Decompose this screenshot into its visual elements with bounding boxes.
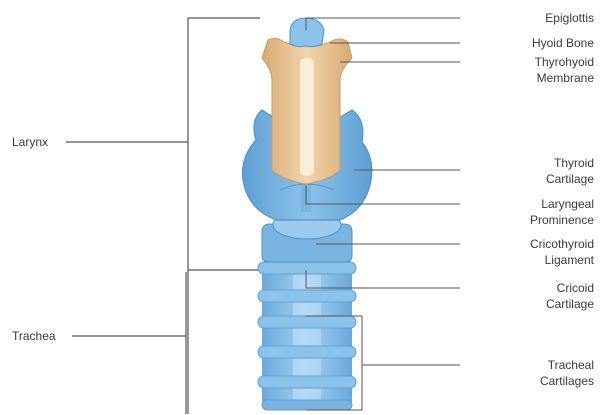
label-laryngeal-prominence: Laryngeal Prominence [530,196,594,228]
label-cricothyroid-ligament: Cricothyroid Ligament [530,236,594,268]
label-cricoid-cartilage-line1: Cricoid [546,280,594,296]
label-cricoid-cartilage-line2: Cartilage [546,296,594,312]
label-laryngeal-prominence-line2: Prominence [530,212,594,228]
label-thyrohyoid-membrane: Thyrohyoid Membrane [535,54,594,86]
left-brackets [66,18,260,414]
label-thyroid-cartilage-line1: Thyroid [546,155,594,171]
label-tracheal-cartilages-line2: Cartilages [540,373,594,389]
label-thyroid-cartilage-line2: Cartilage [546,171,594,187]
label-epiglottis: Epiglottis [545,10,594,26]
label-hyoid-bone: Hyoid Bone [532,35,594,51]
label-tracheal-cartilages: Tracheal Cartilages [540,357,594,389]
label-cricothyroid-ligament-line1: Cricothyroid [530,236,594,252]
label-cricothyroid-ligament-line2: Ligament [530,252,594,268]
label-cricoid-cartilage: Cricoid Cartilage [546,280,594,312]
label-larynx: Larynx [12,134,48,150]
label-thyrohyoid-membrane-line2: Membrane [535,70,594,86]
label-tracheal-cartilages-line1: Tracheal [540,357,594,373]
label-laryngeal-prominence-line1: Laryngeal [530,196,594,212]
epiglottis-shape [290,18,324,47]
label-thyrohyoid-membrane-line1: Thyrohyoid [535,54,594,70]
label-thyroid-cartilage: Thyroid Cartilage [546,155,594,187]
label-trachea: Trachea [12,328,56,344]
thyrohyoid-membrane-shape [300,58,314,176]
